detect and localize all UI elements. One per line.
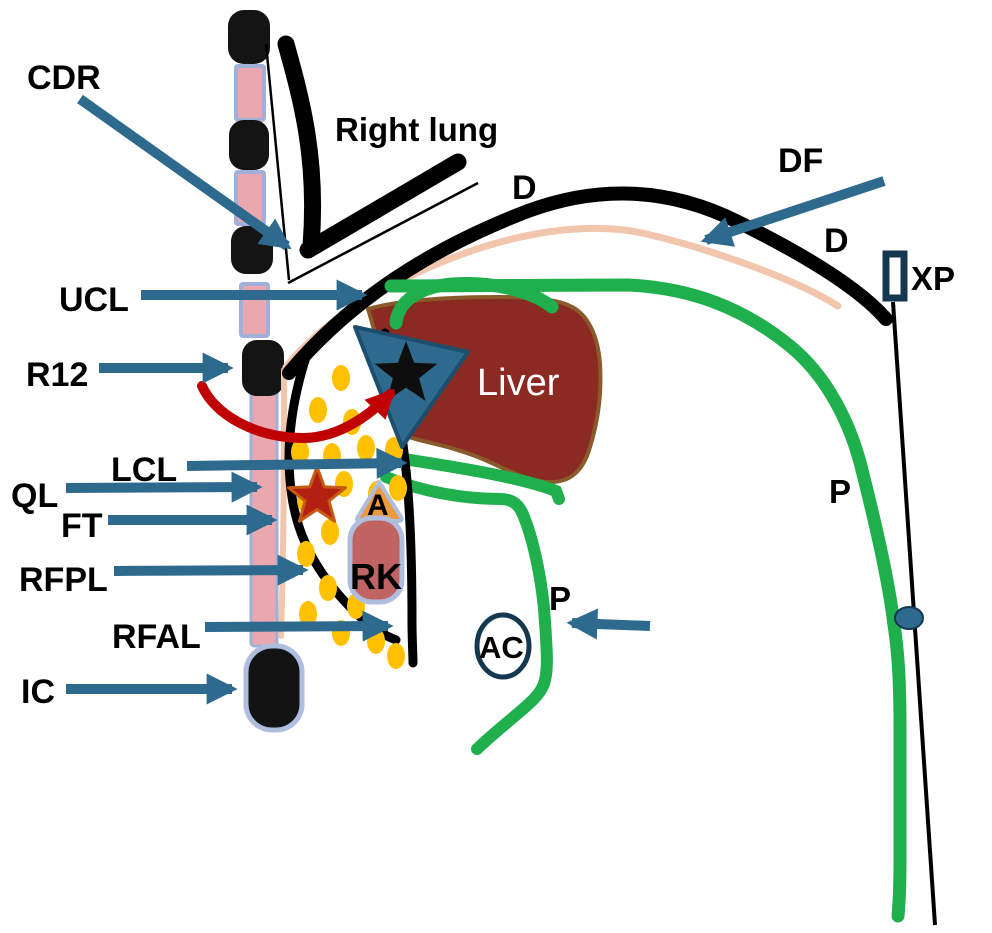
fat-dot — [299, 601, 317, 627]
r12-label: R12 — [26, 356, 88, 394]
adrenal-label: A — [367, 489, 389, 522]
right-lung-label: Right lung — [335, 111, 498, 148]
lung-edge-oblique — [299, 153, 467, 259]
cdr-arrow — [77, 94, 292, 251]
vertebra — [229, 120, 269, 170]
cdr-label: CDR — [27, 59, 101, 97]
fat-dot — [319, 575, 337, 601]
ac-circle — [474, 612, 532, 680]
xp-label: XP — [911, 260, 955, 297]
fat-dot — [332, 365, 350, 391]
lcl-arrow — [186, 447, 408, 479]
red-star-icon — [287, 465, 347, 523]
p-right-label: P — [829, 473, 851, 510]
label-arrows — [65, 94, 886, 705]
right-kidney-label: RK — [350, 556, 402, 597]
diaphragm-line — [282, 186, 893, 380]
ac-label: AC — [479, 630, 524, 665]
right-kidney-shape — [347, 515, 405, 605]
spine-disc — [234, 64, 266, 122]
d-left-label: D — [512, 169, 537, 207]
rfal-label: RFAL — [112, 618, 201, 656]
df-arrow — [700, 176, 886, 247]
ql-label: QL — [11, 477, 58, 515]
umbilicus-dot — [894, 606, 924, 630]
ic-label: IC — [21, 673, 55, 711]
fat-dot — [321, 519, 339, 545]
iliac-crest-shape — [243, 643, 305, 733]
lcl-label: LCL — [111, 451, 177, 489]
rfal-arrow — [204, 610, 394, 642]
ql-arrow — [65, 471, 263, 503]
liver-label: Liver — [477, 362, 560, 404]
p-arrow — [566, 608, 651, 640]
vertebra — [228, 10, 270, 64]
rfpl-arrow — [113, 554, 309, 586]
recess-line-lateral — [287, 181, 479, 285]
fat-dot — [309, 397, 327, 423]
transversalis-fascia-line — [278, 367, 287, 639]
df-label: DF — [778, 142, 823, 180]
peritoneum-liver-hook — [389, 276, 559, 330]
peritoneum-line-main — [384, 278, 907, 923]
right-lung-outline — [277, 35, 467, 259]
fat-dot — [389, 475, 407, 501]
p-lower-label: P — [549, 580, 571, 617]
peritoneum-descending-line — [380, 471, 553, 755]
r12-rib-head — [242, 340, 284, 396]
lung-edge-vertical — [277, 35, 322, 255]
fat-dot — [387, 643, 405, 669]
peritoneum-subhepatic-line — [398, 453, 565, 505]
fat-dot — [367, 628, 385, 654]
black-star-icon — [374, 341, 438, 401]
text-labels: CDR Right lung D DF D XP UCL R12 LCL QL … — [11, 59, 955, 711]
ft-label: FT — [61, 507, 103, 545]
d-right-label: D — [824, 222, 849, 260]
fat-dot — [291, 439, 309, 465]
rfpl-label: RFPL — [19, 561, 108, 599]
fat-dot — [297, 541, 315, 567]
red-curved-arrow — [197, 381, 396, 444]
xiphoid-process-marker — [882, 250, 908, 302]
fat-dot — [357, 435, 375, 461]
ucl-label: UCL — [59, 281, 129, 319]
